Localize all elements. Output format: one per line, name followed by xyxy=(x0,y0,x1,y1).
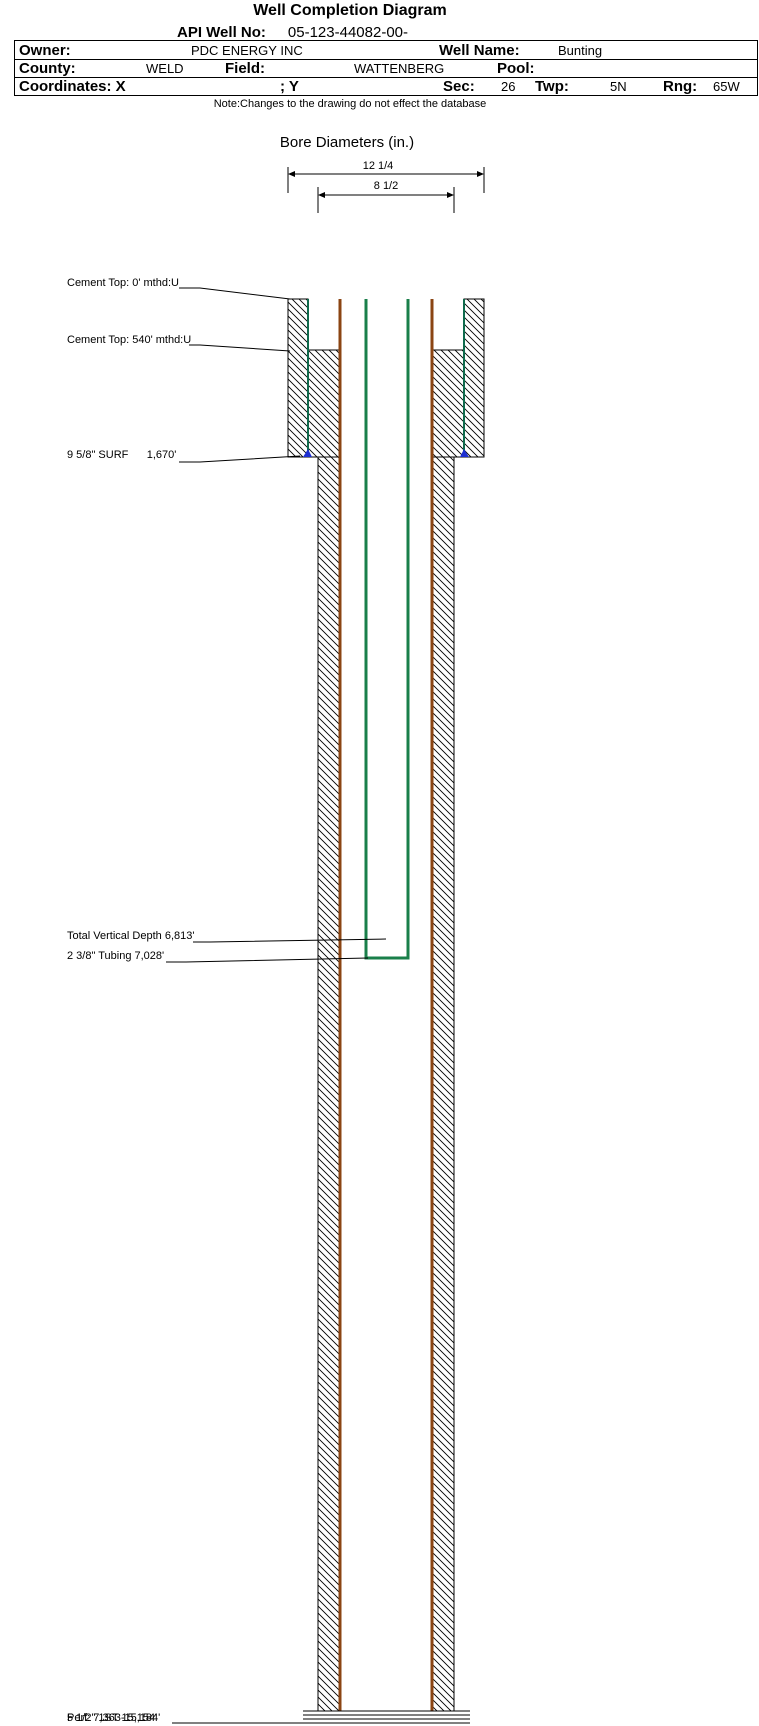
perforation-label: Perf: 7,363-15,184' xyxy=(67,1712,160,1724)
coordinates-label: Coordinates: X xyxy=(19,78,126,95)
header-row-coordinates: Coordinates: X ; Y Sec: 26 Twp: 5N Rng: … xyxy=(15,77,757,95)
rng-label: Rng: xyxy=(663,78,698,95)
rng-value: 65W xyxy=(713,79,740,94)
bore-inner-arrow-left xyxy=(318,192,325,198)
tubing-string xyxy=(364,299,410,960)
tvd-leader xyxy=(193,938,387,943)
casing-shoe-left xyxy=(303,449,312,457)
pool-label: Pool: xyxy=(497,60,535,77)
tvd-label: Total Vertical Depth 6,813' xyxy=(67,930,194,942)
y-coordinate-label: ; Y xyxy=(280,78,299,95)
production-cement-right xyxy=(432,456,455,1712)
cement-top-540-label: Cement Top: 540' mthd:U xyxy=(67,334,191,346)
bore-diameters-title: Bore Diameters (in.) xyxy=(280,134,414,151)
county-label: County: xyxy=(19,60,76,77)
twp-label: Twp: xyxy=(535,78,569,95)
owner-value: PDC ENERGY INC xyxy=(191,43,303,58)
upper-cement-right xyxy=(432,349,465,458)
header-row-owner: Owner: PDC ENERGY INC Well Name: Bunting xyxy=(15,41,757,60)
cement-top-540-leader xyxy=(189,344,291,352)
tubing-label: 2 3/8" Tubing 7,028' xyxy=(67,950,164,962)
well-name-value: Bunting xyxy=(558,43,603,58)
api-value: 05-123-44082-00- xyxy=(287,24,408,41)
field-label: Field: xyxy=(225,60,265,77)
owner-label: Owner: xyxy=(19,42,71,59)
upper-cement-left xyxy=(307,349,340,458)
surface-cement-right xyxy=(463,298,485,458)
sec-label: Sec: xyxy=(443,78,475,95)
bore-inner-label: 8 1/2 xyxy=(374,180,398,192)
api-label: API Well No: xyxy=(177,24,266,41)
field-value: WATTENBERG xyxy=(354,61,445,76)
bore-inner-arrow-right xyxy=(447,192,454,198)
bore-outer-arrow-left xyxy=(288,171,295,177)
county-value: WELD xyxy=(146,61,184,76)
api-well-number: API Well No: 05-123-44082-00- xyxy=(177,24,408,42)
tubing-leader xyxy=(166,957,369,963)
surface-casing-leader xyxy=(179,455,301,463)
bore-outer-label: 12 1/4 xyxy=(363,160,394,172)
page-title: Well Completion Diagram xyxy=(253,2,447,19)
production-casing-label: 5 1/2" 1ST 15,154' xyxy=(67,1712,157,1724)
bore-outer-arrow-right xyxy=(477,171,484,177)
well-name-label: Well Name: xyxy=(439,42,520,59)
cement-top-0-leader xyxy=(179,287,291,300)
well-header-table: Owner: PDC ENERGY INC Well Name: Bunting… xyxy=(14,40,758,96)
casing-shoe-right xyxy=(460,449,469,457)
production-cement-left xyxy=(317,456,340,1712)
surface-cement-left xyxy=(287,298,309,458)
cement-top-0-label: Cement Top: 0' mthd:U xyxy=(67,277,179,289)
twp-value: 5N xyxy=(610,79,627,94)
sec-value: 26 xyxy=(501,79,516,94)
header-row-county: County: WELD Field: WATTENBERG Pool: xyxy=(15,59,757,78)
surface-casing-label: 9 5/8" SURF 1,670' xyxy=(67,449,176,461)
database-note: Note:Changes to the drawing do not effec… xyxy=(213,98,487,110)
